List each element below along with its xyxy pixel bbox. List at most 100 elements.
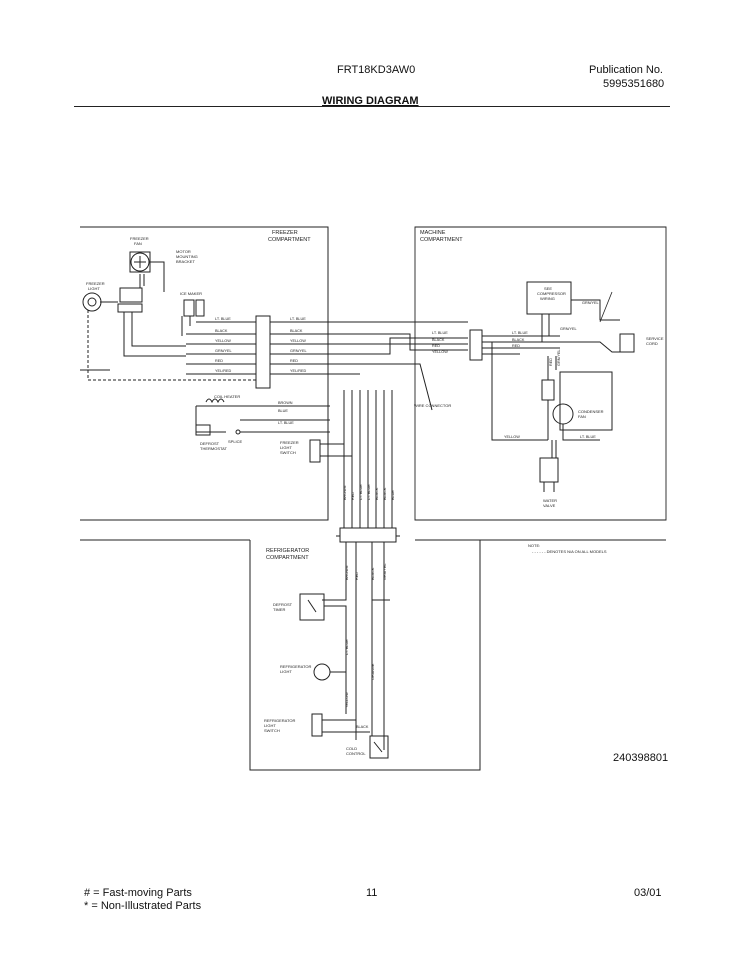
defrost-timer-icon <box>299 593 325 621</box>
wire-label: BLACK <box>512 338 525 342</box>
page-title: WIRING DIAGRAM <box>322 95 419 107</box>
freezer-light-switch-icon <box>309 439 321 463</box>
defrost-thermostat-icon <box>195 424 211 436</box>
header-rule <box>74 106 670 107</box>
freezer-fan-icon <box>129 251 151 273</box>
svg-text:LIGHT: LIGHT <box>88 286 100 291</box>
svg-text:SWITCH: SWITCH <box>264 728 280 733</box>
svg-text:LIGHT: LIGHT <box>264 723 276 728</box>
note-text: - - - - - - DENOTES N/A ON ALL MODELS <box>532 549 607 554</box>
splice-icon <box>235 429 241 435</box>
water-valve-label: WATER <box>543 498 557 503</box>
wire-label: LT. BLUE <box>512 331 528 335</box>
wire-label: YELLOW <box>432 350 448 354</box>
wire-label: LT. BLUE <box>367 484 371 500</box>
freezer-terminal-block <box>255 315 271 389</box>
drawing-number: 240398801 <box>613 752 669 764</box>
wire-label: GRN/YEL <box>290 349 307 353</box>
wire-label: LT. BLUE <box>432 331 448 335</box>
wire-label: BLACK <box>383 487 387 500</box>
wire-label: YELLOW <box>215 339 231 343</box>
coil-heater <box>195 405 330 433</box>
defrost-timer-label: DEFROST <box>273 602 293 607</box>
svg-text:VALVE: VALVE <box>543 503 556 508</box>
cold-control-icon <box>369 735 389 759</box>
svg-text:CONTROL: CONTROL <box>346 751 366 756</box>
defrost-thermostat-label: DEFROST <box>200 441 220 446</box>
wire-connector-label: WIRE CONNECTOR <box>414 403 451 408</box>
svg-text:SWITCH: SWITCH <box>280 450 296 455</box>
wire-label: GRN/YEL <box>215 349 232 353</box>
freezer-light-label: FREEZER <box>86 281 105 286</box>
condenser-fan-label: CONDENSER <box>578 409 604 414</box>
ice-maker-icon <box>183 299 205 317</box>
wire-label: BLACK <box>215 329 228 333</box>
refrigerator-light-switch-label: REFRIGERATOR <box>264 718 296 723</box>
wire-label: BLACK <box>290 329 303 333</box>
wire-label: RED <box>215 359 223 363</box>
publication-date: 03/01 <box>634 887 662 899</box>
refrigerator-border <box>249 540 481 771</box>
publication-label: Publication No. <box>589 64 663 76</box>
wire-label: GRN/YEL <box>557 349 561 366</box>
wire-label: ORANGE <box>371 663 375 680</box>
splice-label: SPLICE <box>228 439 243 444</box>
model-number: FRT18KD3AW0 <box>337 64 416 76</box>
wire-label: BLUE <box>278 409 288 413</box>
wire-label: GRN/YEL <box>560 327 577 331</box>
wire-label: YELLOW <box>290 339 306 343</box>
wire-label: BROWN <box>343 485 347 500</box>
wire-label: YELLOW <box>504 435 520 439</box>
machine-compartment-label: MACHINE <box>420 230 446 236</box>
publication-number: 5995351680 <box>603 78 665 90</box>
freezer-fan-label: FREEZER <box>130 236 149 241</box>
wire-label: LT. BLUE <box>359 484 363 500</box>
wire-label: YEL/RED <box>215 369 232 373</box>
freezer-light-icon <box>82 292 102 312</box>
svg-text:LIGHT: LIGHT <box>280 669 292 674</box>
wire-label: LT. BLUE <box>345 639 349 655</box>
motor-bracket-label: MOTOR <box>176 249 191 254</box>
freezer-light-switch-label: FREEZER <box>280 440 299 445</box>
svg-text:BRACKET: BRACKET <box>176 259 195 264</box>
condenser-fan-icon <box>552 403 574 425</box>
svg-text:LIGHT: LIGHT <box>280 445 292 450</box>
wire-label: BROWN <box>278 401 293 405</box>
wire-label: GRN/YEL <box>383 563 387 580</box>
wire-label: RED <box>351 492 355 500</box>
water-valve-icon <box>539 440 559 492</box>
svg-text:WIRING: WIRING <box>540 296 555 301</box>
wire-label: BLACK <box>371 567 375 580</box>
coil-heater-label: COIL HEATER <box>214 394 240 399</box>
fan-connector <box>119 287 143 303</box>
page-number: 11 <box>366 887 378 899</box>
svg-text:COMPRESSOR: COMPRESSOR <box>537 291 566 296</box>
wire-label: LT. BLUE <box>290 317 306 321</box>
wire-label: BLUE <box>391 490 395 500</box>
legend-fast-moving: # = Fast-moving Parts <box>84 887 192 899</box>
wire-label: YELLOW <box>345 692 349 708</box>
wire-label: RED <box>432 344 440 348</box>
refrigerator-compartment-label: REFRIGERATOR <box>266 548 309 554</box>
note-label: NOTE: <box>528 543 540 548</box>
wire-label: LT. BLUE <box>278 421 294 425</box>
wire-label: LT. BLUE <box>215 317 231 321</box>
refrigerator-light-label: REFRIGERATOR <box>280 664 312 669</box>
refrigerator-light-switch-icon <box>311 713 323 737</box>
svg-text:TIMER: TIMER <box>273 607 286 612</box>
ice-maker-label: ICE MAKER <box>180 291 202 296</box>
svg-text:FAN: FAN <box>134 241 142 246</box>
svg-text:FAN: FAN <box>578 414 586 419</box>
wire-label: LT. BLUE <box>580 435 596 439</box>
cold-control-label: COLD <box>346 746 357 751</box>
wire-connector <box>339 527 397 543</box>
refrigerator-light-icon <box>313 663 331 681</box>
legend-non-illustrated: * = Non-Illustrated Parts <box>84 900 202 912</box>
service-cord-plug <box>619 333 635 353</box>
service-cord-label: SERVICE <box>646 336 664 341</box>
freezer-compartment-label: FREEZER <box>272 230 298 236</box>
svg-text:THERMOSTAT: THERMOSTAT <box>200 446 228 451</box>
wire-label: GRN/YEL <box>582 301 599 305</box>
svg-text:CORD: CORD <box>646 341 658 346</box>
